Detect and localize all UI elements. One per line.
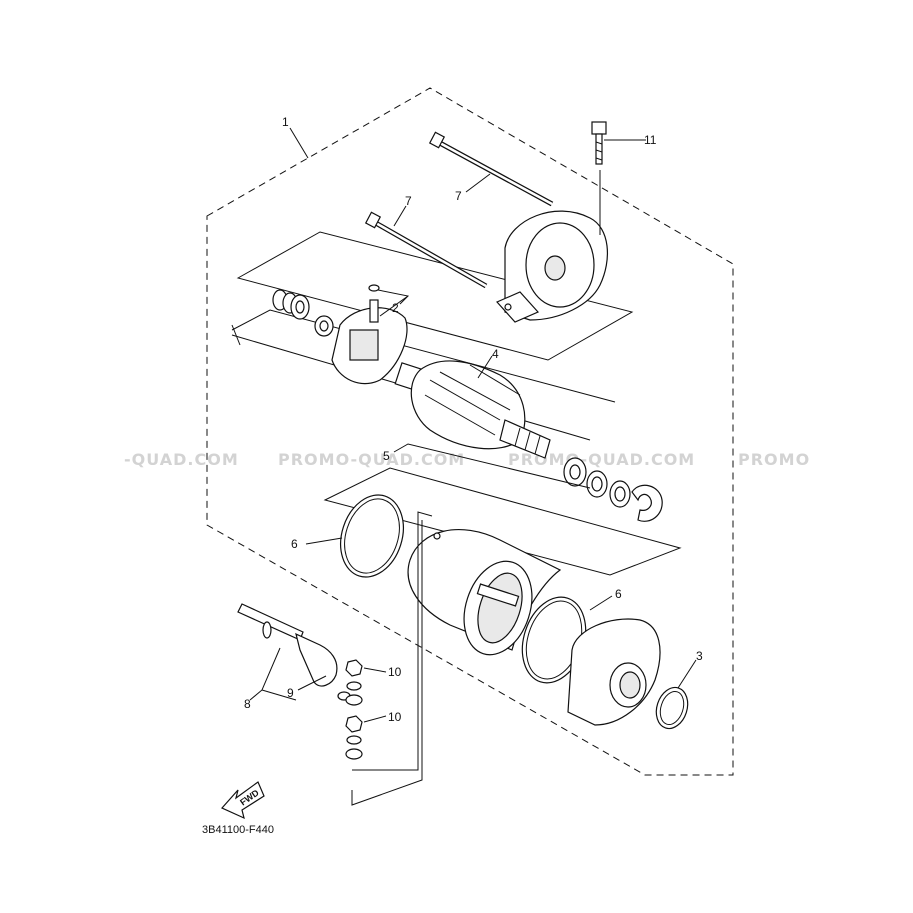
plane-edge — [231, 324, 241, 346]
through-bolt-lower — [364, 211, 488, 289]
brush-holder-assembly — [331, 284, 408, 385]
callout-1: 1 — [282, 115, 289, 129]
through-bolt-upper — [428, 131, 554, 207]
watermark-4: PROMO — [738, 450, 810, 469]
front-cover — [495, 210, 609, 323]
armature-plane-outline — [231, 309, 616, 403]
callout-9: 9 — [287, 686, 294, 700]
armature — [394, 360, 551, 459]
callout-7-upper: 7 — [455, 189, 462, 203]
watermark-1: -QUAD.COM — [124, 450, 239, 469]
drawing-code: 3B41100-F440 — [202, 824, 274, 836]
leader-lines — [249, 127, 697, 806]
o-ring-left — [340, 494, 404, 578]
callouts: 1 2 3 4 5 6 6 7 7 8 9 10 10 11 — [244, 115, 703, 724]
flange-bolt — [591, 121, 607, 165]
assembly-dashed-outline — [206, 87, 734, 776]
callout-11: 11 — [644, 133, 657, 147]
callout-6-left: 6 — [291, 537, 298, 551]
callout-10-upper: 10 — [388, 665, 402, 679]
callout-8: 8 — [244, 697, 251, 711]
callout-5: 5 — [383, 449, 390, 463]
watermark-2: PROMO-QUAD.COM — [278, 450, 465, 469]
rear-cover — [567, 618, 661, 726]
callout-10-lower: 10 — [388, 710, 402, 724]
watermarks: -QUAD.COM PROMO-QUAD.COM PROMO-QUAD.COM … — [124, 450, 810, 469]
callout-6-right: 6 — [615, 587, 622, 601]
motor-yoke — [407, 529, 562, 656]
fwd-arrow-icon: FWD — [221, 781, 265, 820]
callout-2: 2 — [392, 301, 399, 315]
brush-plane-outline — [236, 231, 634, 361]
starter-cable — [237, 603, 351, 701]
brush-springs — [272, 289, 334, 337]
callout-3: 3 — [696, 649, 703, 663]
watermark-3: PROMO-QUAD.COM — [508, 450, 695, 469]
callout-4: 4 — [492, 347, 499, 361]
o-ring-3 — [655, 686, 689, 730]
callout-7-lower: 7 — [405, 194, 412, 208]
terminal-nuts-washers — [345, 659, 363, 760]
armature-washers — [563, 457, 663, 522]
